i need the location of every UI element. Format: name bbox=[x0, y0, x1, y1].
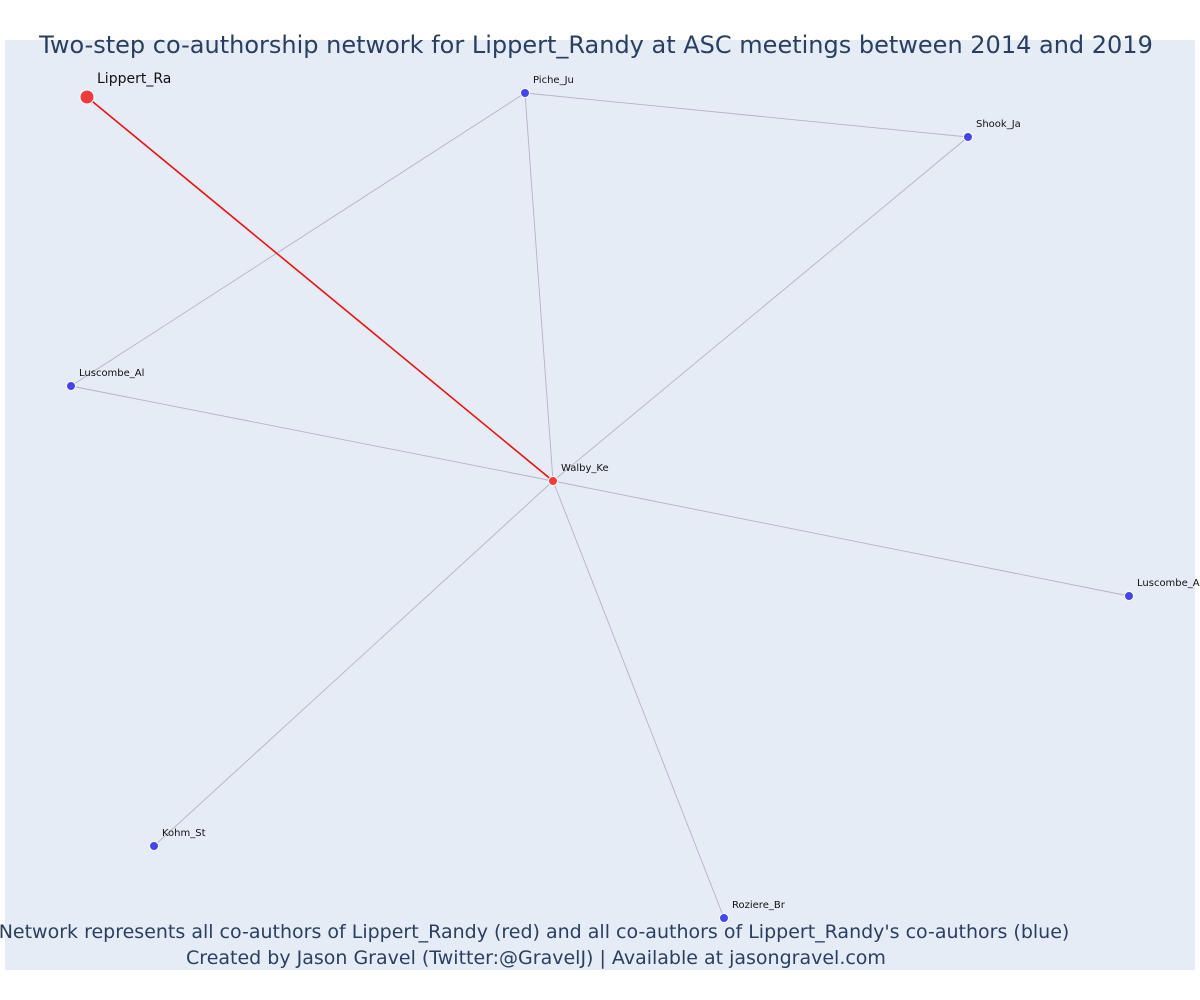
node-label-kohm-st: Kohm_St bbox=[162, 828, 206, 839]
node-walby-ke[interactable] bbox=[548, 476, 558, 486]
node-kohm-st[interactable] bbox=[149, 841, 159, 851]
edge-walby_ke-kohm_st bbox=[153, 480, 554, 847]
node-luscombe-a[interactable] bbox=[1124, 591, 1134, 601]
caption-line-1: Network represents all co-authors of Lip… bbox=[0, 921, 1069, 943]
node-shook-ja[interactable] bbox=[963, 132, 973, 142]
node-label-shook-ja: Shook_Ja bbox=[976, 119, 1021, 130]
edge-walby_ke-roziere_br bbox=[552, 480, 725, 919]
node-label-luscombe-al: Luscombe_Al bbox=[79, 368, 144, 379]
edge-piche_ju-shook_ja bbox=[524, 92, 969, 138]
node-lippert-ra[interactable] bbox=[79, 89, 95, 105]
edge-walby_ke-luscombe_a bbox=[552, 480, 1130, 597]
node-piche-ju[interactable] bbox=[520, 88, 530, 98]
node-luscombe-al[interactable] bbox=[66, 381, 76, 391]
node-roziere-br[interactable] bbox=[719, 913, 729, 923]
edge-luscombe_al-walby_ke bbox=[70, 385, 554, 482]
node-label-walby-ke: Walby_Ke bbox=[561, 463, 609, 474]
chart-title: Two-step co-authorship network for Lippe… bbox=[38, 31, 1153, 59]
edges-layer bbox=[70, 92, 1130, 919]
edge-piche_ju-walby_ke bbox=[524, 92, 554, 482]
node-label-piche-ju: Piche_Ju bbox=[533, 75, 574, 86]
node-label-lippert-ra: Lippert_Ra bbox=[97, 71, 171, 87]
node-label-roziere-br: Roziere_Br bbox=[732, 900, 786, 911]
edge-shook_ja-walby_ke bbox=[552, 136, 969, 482]
nodes-layer bbox=[66, 88, 1134, 923]
node-label-luscombe-a: Luscombe_A bbox=[1137, 578, 1200, 589]
edge-piche_ju-luscombe_al bbox=[70, 92, 526, 387]
plot-background bbox=[5, 40, 1195, 970]
edge-lippert_ra-walby_ke bbox=[86, 96, 554, 482]
caption-line-2: Created by Jason Gravel (Twitter:@Gravel… bbox=[186, 947, 886, 969]
